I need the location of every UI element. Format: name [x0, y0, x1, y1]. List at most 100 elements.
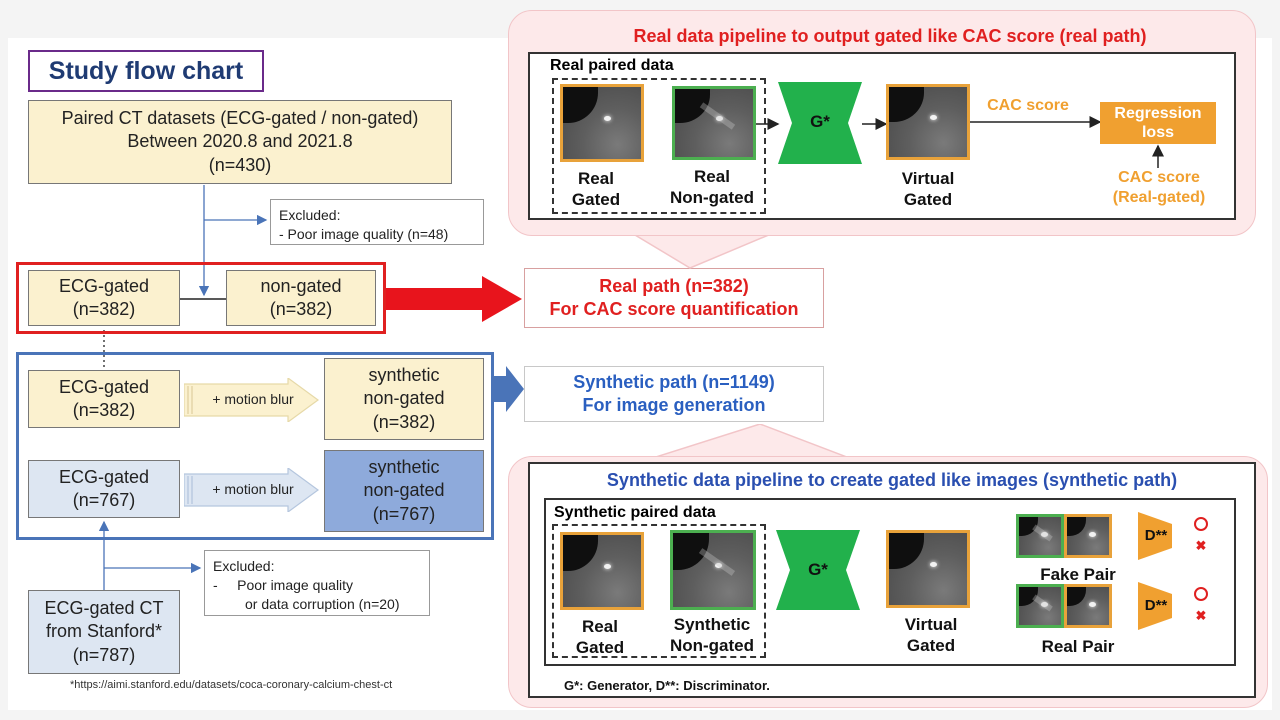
- synth2-syn-line1: synthetic: [368, 456, 440, 477]
- syn-img3-l2: Gated: [906, 636, 956, 656]
- real-gated-image: [560, 84, 644, 162]
- paired-ct-line3: (n=430): [208, 154, 272, 175]
- cac-real-gated-label: CAC score (Real-gated): [1096, 168, 1222, 208]
- synth2-syn-line3: (n=767): [372, 503, 436, 524]
- fake-pair-label: Fake Pair: [1040, 565, 1116, 584]
- page-title: Study flow chart: [28, 50, 264, 92]
- real-pair-image-1: [1016, 584, 1064, 628]
- synth-nongated-image: [670, 530, 756, 610]
- excluded-note-2: Excluded: - Poor image quality or data c…: [204, 550, 430, 616]
- real-paired-frame: [552, 78, 766, 214]
- synth2-gated-line2: (n=767): [72, 490, 136, 510]
- discriminator-shape-2: [1138, 582, 1172, 630]
- excluded2-line2: - Poor image quality: [213, 576, 354, 593]
- stanford-line1: ECG-gated CT: [44, 597, 164, 618]
- cross-icon: ✖: [1196, 538, 1207, 553]
- synthetic-path-line1: Synthetic path (n=1149): [573, 371, 775, 392]
- real-path-arrow: [386, 276, 522, 322]
- real-pair-image-2: [1064, 584, 1112, 628]
- cross-icon: ✖: [1196, 608, 1207, 623]
- synth1-syn-line3: (n=382): [372, 411, 436, 432]
- real-group-frame: [16, 262, 386, 334]
- real-img2-l2: Non-gated: [669, 188, 755, 208]
- synth-ecg-gated-767-box: ECG-gated (n=767): [28, 460, 180, 518]
- excluded-note-1: Excluded: - Poor image quality (n=48): [270, 199, 484, 245]
- paired-ct-line2: Between 2020.8 and 2021.8: [127, 131, 353, 152]
- real-gated-line2: (n=382): [72, 299, 136, 319]
- syn-img2-l1: Synthetic: [673, 615, 751, 634]
- real-nongated-line1: non-gated: [260, 275, 342, 296]
- discriminator-shape-1: [1138, 512, 1172, 560]
- fake-pair-image-2: [1064, 514, 1112, 558]
- synth-real-gated-image: [560, 532, 644, 610]
- synth-ecg-gated-382-box: ECG-gated (n=382): [28, 370, 180, 428]
- real-virtual-gated-image: [886, 84, 970, 160]
- real-img3-l2: Gated: [903, 190, 953, 210]
- real-paired-label: Real paired data: [550, 57, 674, 74]
- real-generator-shape: [778, 82, 862, 164]
- real-path-line1: Real path (n=382): [599, 275, 749, 296]
- synth-virtual-gated-image: [886, 530, 970, 608]
- syn-img2-l2: Non-gated: [669, 636, 755, 656]
- synthetic-path-box: Synthetic path (n=1149) For image genera…: [524, 366, 824, 422]
- real-pair-label: Real Pair: [1041, 637, 1115, 656]
- stanford-line2: from Stanford*: [45, 621, 163, 642]
- synthetic-paired-frame: [552, 524, 766, 658]
- excluded1-line2: - Poor image quality (n=48): [279, 225, 449, 242]
- synthetic-non-gated-382-box: synthetic non-gated (n=382): [324, 358, 484, 440]
- cac-real-l2: (Real-gated): [1112, 189, 1206, 206]
- synthetic-non-gated-767-box: synthetic non-gated (n=767): [324, 450, 484, 532]
- synthetic-paired-label: Synthetic paired data: [554, 504, 716, 521]
- real-gated-line1: ECG-gated: [58, 275, 150, 296]
- synthetic-generator-shape: [776, 530, 860, 610]
- real-callout-tail: [620, 226, 790, 269]
- synth1-gated-line1: ECG-gated: [58, 376, 150, 397]
- excluded2-line1: Excluded:: [213, 558, 275, 574]
- real-img1-l2: Gated: [571, 190, 621, 210]
- real-generator-label: G*: [810, 112, 830, 131]
- real-fake-markers-1: ✖: [1194, 517, 1208, 553]
- synth1-syn-line2: non-gated: [363, 388, 445, 409]
- synth2-syn-line2: non-gated: [363, 480, 445, 501]
- paired-ct-line1: Paired CT datasets (ECG-gated / non-gate…: [61, 107, 419, 128]
- stanford-ct-box: ECG-gated CT from Stanford* (n=787): [28, 590, 180, 674]
- real-fake-markers-2: ✖: [1194, 587, 1208, 623]
- motion-blur-label-2: + motion blur: [212, 481, 294, 497]
- regression-loss-box: Regression loss: [1100, 102, 1216, 144]
- synth1-syn-line1: synthetic: [368, 364, 440, 385]
- discriminator-label-1: D**: [1144, 527, 1168, 544]
- excluded2-line3: or data corruption (n=20): [245, 595, 400, 612]
- paired-ct-box: Paired CT datasets (ECG-gated / non-gate…: [28, 100, 452, 184]
- footnote-url: *https://aimi.stanford.edu/datasets/coca…: [70, 679, 393, 691]
- synth2-gated-line1: ECG-gated: [58, 466, 150, 487]
- real-path-box: Real path (n=382) For CAC score quantifi…: [524, 268, 824, 328]
- real-nongated-line2: (n=382): [269, 299, 333, 319]
- pipeline-legend: G*: Generator, D**: Discriminator.: [564, 678, 770, 693]
- real-img3-l1: Virtual: [901, 169, 955, 188]
- synthetic-generator-label: G*: [808, 560, 828, 579]
- loss-line2: loss: [1141, 124, 1174, 141]
- fake-pair-image-1: [1016, 514, 1064, 558]
- real-img1-l1: Real: [578, 169, 614, 188]
- syn-img1-l1: Real: [582, 617, 618, 636]
- synth1-gated-line2: (n=382): [72, 400, 136, 420]
- real-callout-cover: [622, 224, 788, 234]
- motion-blur-label-1: + motion blur: [212, 391, 294, 407]
- stanford-line3: (n=787): [72, 644, 136, 665]
- cac-real-l1: CAC score: [1118, 169, 1200, 186]
- loss-line1: Regression: [1114, 104, 1202, 122]
- synthetic-pipeline-title: Synthetic data pipeline to create gated …: [606, 470, 1178, 490]
- real-cac-score-label: CAC score: [987, 97, 1069, 114]
- synthetic-path-arrow: [494, 366, 524, 412]
- syn-img1-l2: Gated: [575, 638, 625, 658]
- discriminator-label-2: D**: [1144, 597, 1168, 614]
- synthetic-path-line2: For image generation: [582, 395, 766, 415]
- real-nongated-image: [672, 86, 756, 160]
- syn-img3-l1: Virtual: [904, 615, 958, 634]
- real-path-line2: For CAC score quantification: [549, 299, 799, 319]
